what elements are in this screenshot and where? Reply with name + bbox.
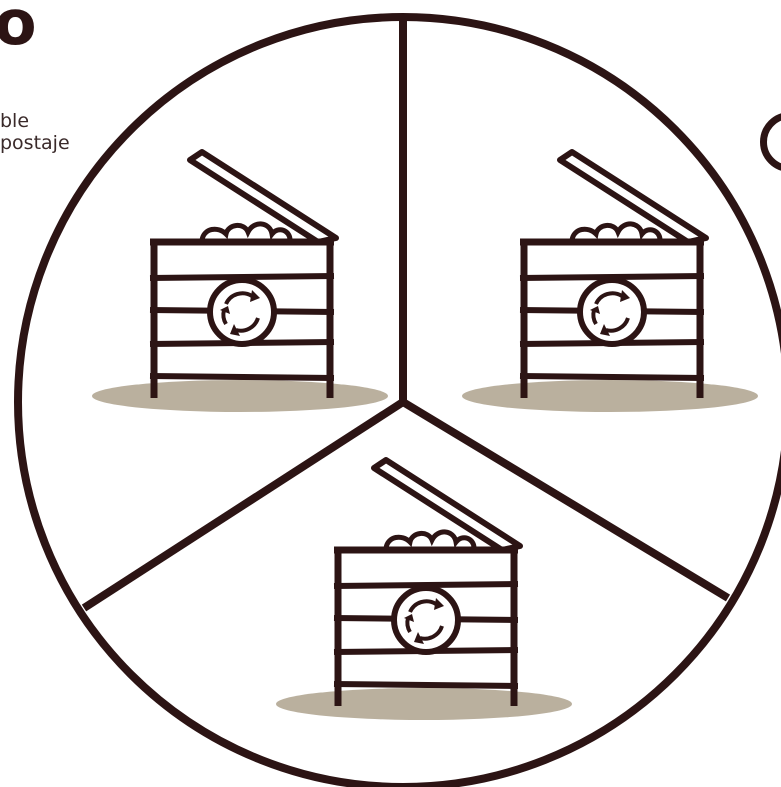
compost-diagram [0,0,781,787]
